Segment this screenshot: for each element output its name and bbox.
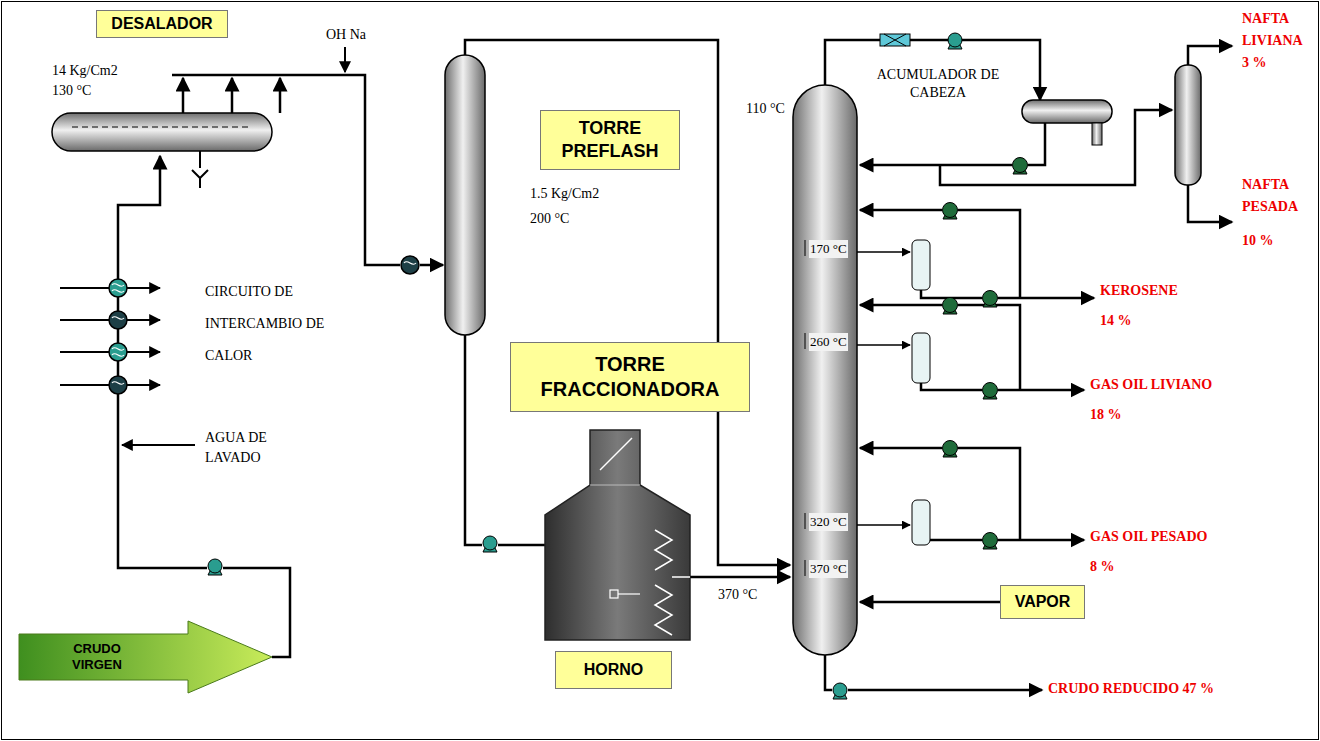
box-text: DESALADOR <box>111 14 212 34</box>
circuit-label: CIRCUITO DE INTERCAMBIO DE CALOR <box>205 276 327 372</box>
pressure-label: 14 Kg/Cm2 <box>52 62 118 80</box>
label-box: TORRE FRACCIONADORA <box>510 342 750 412</box>
temperature-label: 260 °C <box>809 333 848 351</box>
pressure-label: 1.5 Kg/Cm2 <box>530 185 599 203</box>
product-label: NAFTA LIVIANA <box>1242 8 1316 52</box>
yield-label: 10 % <box>1242 232 1274 250</box>
box-text: TORRE FRACCIONADORA <box>530 352 730 402</box>
yield-label: 8 % <box>1090 558 1115 576</box>
feed-arrow: CRUDO VIRGEN <box>18 620 274 694</box>
temperature-label: 370 °C <box>718 586 757 604</box>
box-text: HORNO <box>584 660 644 680</box>
temperature-label: 130 °C <box>52 82 91 100</box>
temperature-label: 110 °C <box>746 100 785 118</box>
product-label: NAFTA PESADA <box>1242 174 1316 218</box>
label-box: VAPOR <box>1000 585 1085 619</box>
product-label: GAS OIL PESADO <box>1090 528 1207 546</box>
stream-label: AGUA DE LAVADO <box>205 428 295 468</box>
temperature-label: 370 °C <box>809 560 848 578</box>
label-box: DESALADOR <box>96 10 228 38</box>
product-label: CRUDO REDUCIDO 47 % <box>1048 680 1214 698</box>
temperature-label: 320 °C <box>809 513 848 531</box>
product-label: GAS OIL LIVIANO <box>1090 376 1212 394</box>
temperature-label: 170 °C <box>809 240 848 258</box>
box-text: VAPOR <box>1015 592 1071 612</box>
arrow-shape <box>18 620 274 694</box>
label-box: TORRE PREFLASH <box>540 110 680 170</box>
chemical-label: OH Na <box>326 26 366 44</box>
yield-label: 14 % <box>1100 312 1132 330</box>
equipment-label: ACUMULADOR DE CABEZA <box>858 66 1018 102</box>
label-box: HORNO <box>555 651 672 689</box>
box-text: TORRE PREFLASH <box>550 117 670 163</box>
yield-label: 18 % <box>1090 406 1122 424</box>
product-label: KEROSENE <box>1100 282 1178 300</box>
temperature-label: 200 °C <box>530 210 569 228</box>
box-text: CRUDO VIRGEN <box>52 641 142 673</box>
yield-label: 3 % <box>1242 54 1267 72</box>
